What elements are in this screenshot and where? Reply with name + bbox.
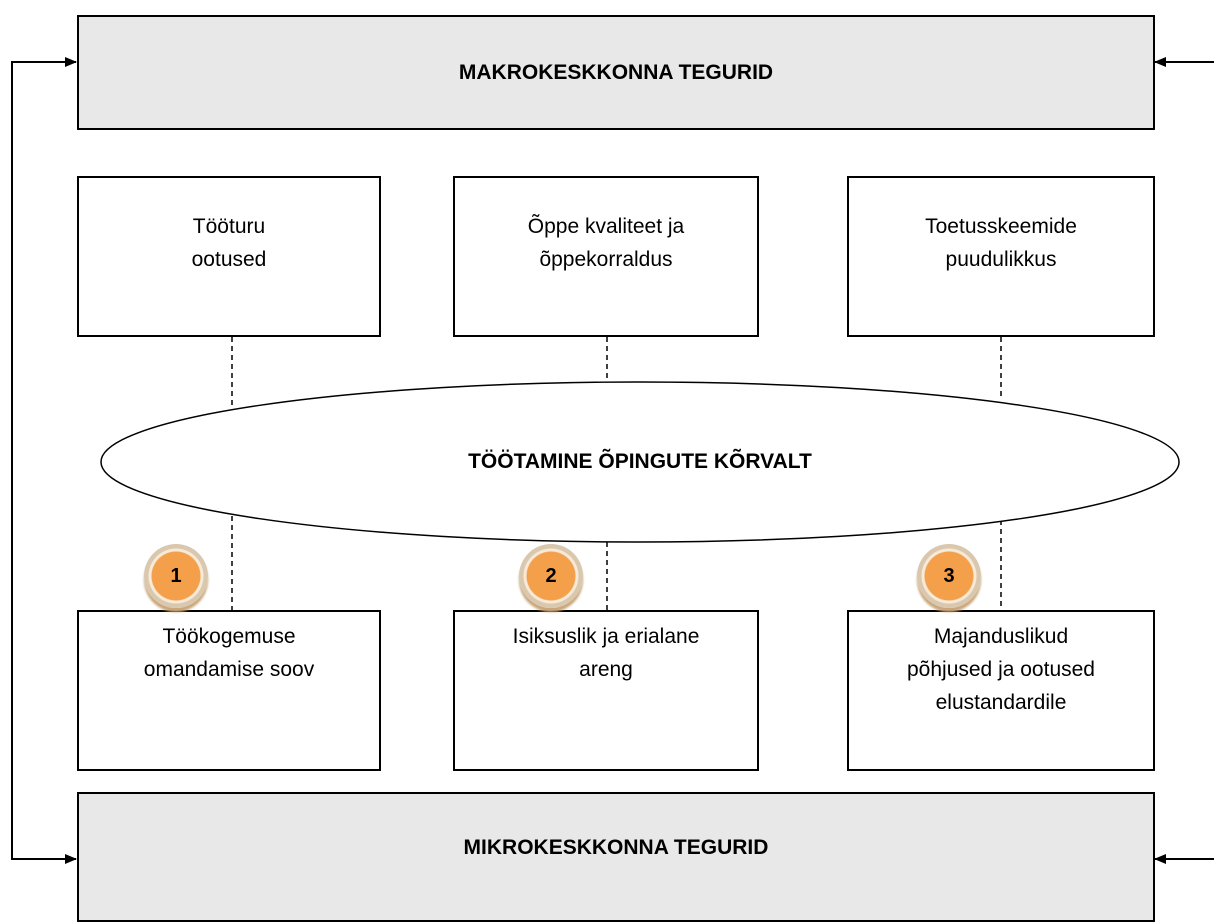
connector-lines: [11, 57, 1214, 864]
factor-label: Tööturu ootused: [191, 215, 267, 271]
factor-label: Toetusskeemide puudulikkus: [925, 215, 1077, 271]
number-badge-2: 2: [519, 544, 583, 608]
factor-box-study-quality: Õppe kvaliteet ja õppekorraldus: [453, 176, 759, 337]
motive-box-personal-development: Isiksuslik ja erialane areng: [453, 610, 759, 771]
number-badge-1: 1: [144, 544, 208, 608]
macro-factors-label: MAKROKESKKONNA TEGURID: [458, 61, 774, 84]
motive-box-work-experience: Töökogemuse omandamise soov: [77, 610, 381, 771]
factor-box-support-schemes: Toetusskeemide puudulikkus: [847, 176, 1155, 337]
motive-label: Isiksuslik ja erialane areng: [512, 625, 700, 681]
factor-label: Õppe kvaliteet ja õppekorraldus: [527, 215, 685, 271]
motive-label: Töökogemuse omandamise soov: [143, 625, 315, 681]
macro-factors-box: MAKROKESKKONNA TEGURID: [77, 15, 1155, 130]
number-badge-3: 3: [917, 544, 981, 608]
motive-box-economic-reasons: Majanduslikud põhjused ja ootused elusta…: [847, 610, 1155, 771]
motive-label: Majanduslikud põhjused ja ootused elusta…: [907, 625, 1095, 714]
left-loop-line: [11, 61, 76, 860]
micro-factors-box: MIKROKESKKONNA TEGURID: [77, 792, 1155, 922]
center-label: TÖÖTAMINE ÕPINGUTE KÕRVALT: [468, 450, 812, 473]
center-ellipse: [100, 381, 1180, 543]
factor-box-labor-market: Tööturu ootused: [77, 176, 381, 337]
micro-factors-label: MIKROKESKKONNA TEGURID: [463, 835, 769, 859]
